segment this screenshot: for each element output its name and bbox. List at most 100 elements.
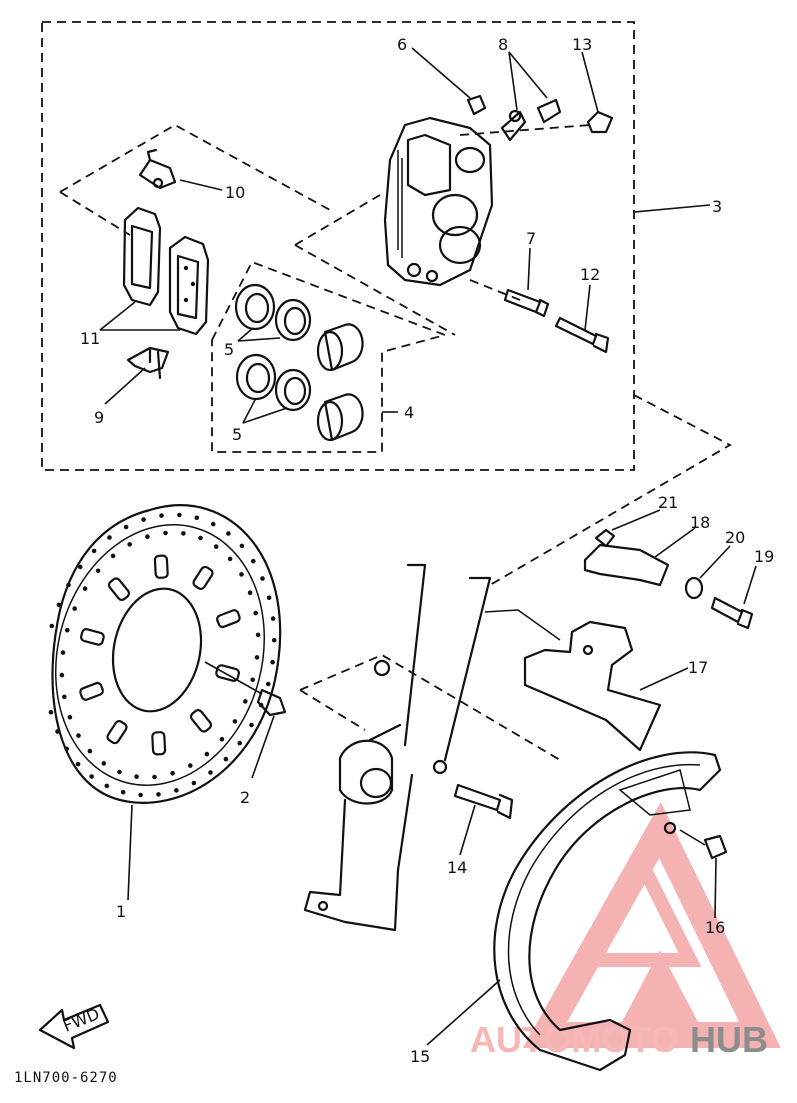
caliper-bolt-upper bbox=[554, 316, 610, 354]
disc-hole bbox=[127, 542, 132, 547]
piston-seal-3 bbox=[235, 353, 277, 401]
disc-hole bbox=[191, 780, 197, 786]
axle-bolt bbox=[453, 783, 514, 856]
callout-10: 10 bbox=[225, 183, 245, 202]
bleed-clip bbox=[500, 109, 527, 142]
disc-hole bbox=[270, 659, 275, 665]
disc-hole bbox=[66, 582, 71, 588]
callout-14: 14 bbox=[447, 858, 467, 877]
callout-17: 17 bbox=[688, 658, 708, 677]
disc-hole bbox=[48, 709, 54, 715]
callout-12: 12 bbox=[580, 265, 600, 284]
callout-19: 19 bbox=[754, 547, 774, 566]
disc-hole bbox=[249, 722, 254, 728]
disc-hole bbox=[89, 774, 94, 779]
slide-pin bbox=[503, 288, 550, 318]
disc-hole bbox=[59, 672, 65, 678]
fwd-arrow: FWD bbox=[38, 1003, 110, 1050]
disc-hole bbox=[82, 586, 88, 591]
callout-15: 15 bbox=[410, 1047, 430, 1066]
disc-hole bbox=[107, 535, 112, 540]
pad-group-outline bbox=[59, 123, 331, 211]
callout-5a: 5 bbox=[224, 340, 234, 359]
caliper-assembly-box bbox=[41, 21, 635, 471]
pin-cap bbox=[586, 110, 614, 134]
callout-3: 3 bbox=[712, 197, 722, 216]
disc-hole bbox=[67, 715, 73, 720]
brake-disc bbox=[48, 504, 282, 804]
disc-hole bbox=[110, 553, 116, 559]
pad-spring bbox=[126, 346, 170, 380]
disc-cover bbox=[426, 751, 722, 1072]
disc-slot bbox=[151, 731, 167, 756]
clamp-washer bbox=[684, 545, 731, 600]
disc-hole bbox=[64, 746, 69, 752]
fork-leg bbox=[299, 563, 561, 932]
disc-hole bbox=[198, 535, 203, 541]
disc-slot bbox=[189, 709, 213, 733]
callout-1: 1 bbox=[116, 902, 126, 921]
callout-20: 20 bbox=[725, 528, 745, 547]
clamp-screw bbox=[710, 565, 757, 630]
disc-slot bbox=[153, 554, 169, 579]
callout-7: 7 bbox=[526, 229, 536, 248]
disc-hole bbox=[255, 632, 261, 638]
disc-hole bbox=[266, 595, 272, 601]
bleed-screw bbox=[536, 98, 562, 124]
callout-18: 18 bbox=[690, 513, 710, 532]
caliper-mount-link bbox=[489, 394, 732, 586]
disc-hole bbox=[49, 623, 55, 629]
disc-hole bbox=[239, 543, 245, 549]
callout-9: 9 bbox=[94, 408, 104, 427]
disc-hole bbox=[181, 531, 186, 536]
disc-hole bbox=[223, 756, 229, 762]
callout-13: 13 bbox=[572, 35, 592, 54]
disc-slot bbox=[216, 609, 241, 629]
disc-hole bbox=[159, 513, 164, 518]
piston-seal-4 bbox=[274, 368, 312, 412]
disc-hole bbox=[123, 524, 129, 530]
disc-hole bbox=[55, 729, 60, 734]
disc-hole bbox=[60, 650, 66, 655]
piston-seal-1 bbox=[234, 283, 276, 331]
disc-hole bbox=[78, 564, 83, 570]
callout-5b: 5 bbox=[232, 425, 242, 444]
disc-hole bbox=[247, 590, 253, 595]
disc-hole bbox=[141, 517, 146, 522]
leader-lines-caliper bbox=[99, 47, 711, 424]
caliper-body bbox=[383, 116, 494, 287]
disc-hole bbox=[213, 544, 219, 549]
disc-hole bbox=[62, 694, 67, 700]
callout-16: 16 bbox=[705, 918, 725, 937]
cover-bolt bbox=[679, 829, 728, 919]
disc-hole bbox=[75, 761, 81, 767]
disc-hole bbox=[91, 548, 97, 554]
disc-hole bbox=[232, 719, 238, 724]
disc-hole bbox=[72, 606, 77, 611]
disc-hole bbox=[117, 769, 122, 775]
fork-guard bbox=[484, 609, 689, 752]
disc-hole bbox=[253, 610, 258, 616]
disc-hole bbox=[95, 568, 101, 574]
disc-hole bbox=[237, 740, 242, 746]
disc-slot bbox=[106, 720, 128, 745]
disc-slot bbox=[80, 628, 105, 646]
disc-slot bbox=[107, 577, 131, 601]
disc-hole bbox=[260, 576, 265, 581]
disc-hole bbox=[152, 774, 157, 780]
disc-hole bbox=[270, 616, 276, 621]
brake-pad-inner bbox=[168, 235, 210, 336]
disc-hole bbox=[227, 556, 233, 562]
disc-hole bbox=[87, 748, 93, 754]
callout-2: 2 bbox=[240, 788, 250, 807]
disc-slot bbox=[215, 664, 240, 682]
brake-pad-outer bbox=[122, 206, 162, 307]
disc-hole bbox=[210, 521, 216, 527]
disc-hole bbox=[204, 751, 210, 757]
disc-hole bbox=[188, 763, 193, 768]
piston-1 bbox=[316, 323, 364, 372]
fwd-label: FWD bbox=[60, 1004, 102, 1036]
disc-hole bbox=[208, 770, 213, 775]
disc-hole bbox=[177, 512, 182, 518]
disc-hole bbox=[251, 558, 256, 564]
